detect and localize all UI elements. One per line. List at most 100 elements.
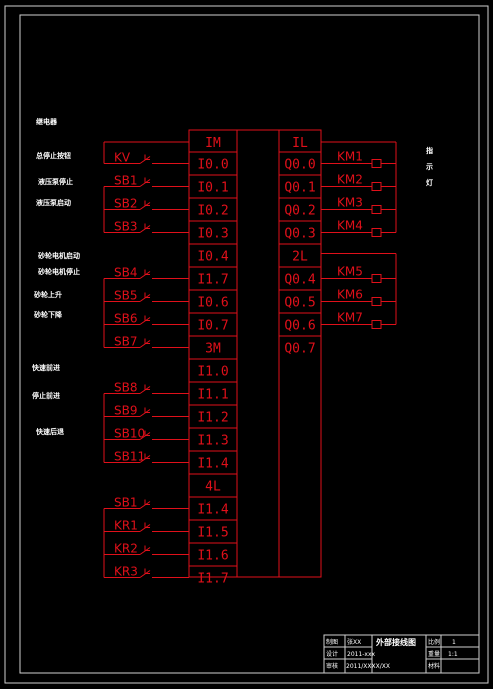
function-label: 液压泵启动 xyxy=(36,198,71,207)
input-address: I0.2 xyxy=(197,204,228,219)
output-address: 2L xyxy=(292,250,308,265)
tb-r3: 材料 xyxy=(428,662,440,670)
tb-r1: 比例 xyxy=(428,638,440,646)
svg-text:示: 示 xyxy=(425,163,433,171)
tb-r1v: 1 xyxy=(452,639,456,646)
function-label: 砂轮上升 xyxy=(34,290,62,299)
contact-symbol xyxy=(139,315,189,325)
coil-symbol xyxy=(371,159,382,168)
input-address: I1.4 xyxy=(197,503,228,518)
contact-symbol xyxy=(139,338,189,348)
input-address: I0.7 xyxy=(197,319,228,334)
output-address: Q0.6 xyxy=(284,319,315,334)
input-device-label: KR1 xyxy=(114,519,138,533)
function-label: 总停止按钮 xyxy=(36,151,71,160)
input-device-label: SB4 xyxy=(114,266,137,280)
coil-symbol xyxy=(371,320,382,329)
contact-symbol xyxy=(139,545,189,555)
input-address: I1.6 xyxy=(197,549,228,564)
input-address: I1.3 xyxy=(197,434,228,449)
output-device-label: KM2 xyxy=(337,173,363,187)
input-address: I1.7 xyxy=(197,572,228,587)
output-header: IL xyxy=(292,136,308,151)
contact-symbol xyxy=(139,453,189,463)
input-address: I1.5 xyxy=(197,526,228,541)
function-labels: 继电器总停止按钮液压泵停止液压泵启动砂轮电机启动砂轮电机停止砂轮上升砂轮下降快速… xyxy=(32,117,80,436)
plc-middle-column xyxy=(236,129,280,578)
function-label: 快速前进 xyxy=(32,363,60,372)
input-device-label: SB2 xyxy=(114,197,137,211)
title-block: 制图 张XX 设计 2011-xxx 审核 2011/XXXX/XX 外部接线图… xyxy=(323,634,480,674)
tb-c2v: 2011-xxx xyxy=(347,651,376,658)
coil-symbol xyxy=(371,274,382,283)
tb-c1: 制图 xyxy=(326,638,338,646)
output-device-label: KM1 xyxy=(337,150,363,164)
output-device-label: KM5 xyxy=(337,265,363,279)
contact-symbol xyxy=(139,407,189,417)
tb-c2: 设计 xyxy=(326,650,338,658)
input-address: I0.3 xyxy=(197,227,228,242)
function-label: 砂轮电机停止 xyxy=(38,267,80,276)
input-device-label: SB11 xyxy=(114,450,145,464)
function-label: 快速后退 xyxy=(36,427,64,436)
indicator-label: 指 示 灯 xyxy=(425,146,433,187)
output-device-label: KM4 xyxy=(337,219,363,233)
coil-symbol xyxy=(371,182,382,191)
output-address: Q0.4 xyxy=(284,273,315,288)
coil-symbol xyxy=(371,205,382,214)
input-address: I0.0 xyxy=(197,158,228,173)
input-address: I1.1 xyxy=(197,388,228,403)
coil-symbol xyxy=(371,228,382,237)
input-device-label: KR2 xyxy=(114,542,138,556)
input-device-label: SB8 xyxy=(114,381,137,395)
inner-frame xyxy=(19,14,480,674)
contact-symbol xyxy=(139,223,189,233)
input-address: 4L xyxy=(205,480,221,495)
function-label: 液压泵停止 xyxy=(38,177,73,186)
input-address: I1.7 xyxy=(197,273,228,288)
contact-symbol xyxy=(139,154,189,164)
contact-symbol xyxy=(139,292,189,302)
input-address: I1.2 xyxy=(197,411,228,426)
input-device-label: SB1 xyxy=(114,496,137,510)
tb-r2v: 1:1 xyxy=(448,651,458,658)
function-label: 停止前进 xyxy=(32,391,60,400)
tb-r2: 重量 xyxy=(428,650,440,658)
input-device-label: SB9 xyxy=(114,404,137,418)
input-address: I0.1 xyxy=(197,181,228,196)
output-address: Q0.2 xyxy=(284,204,315,219)
svg-text:灯: 灯 xyxy=(426,178,433,187)
tb-c3: 审核 xyxy=(326,662,338,670)
input-device-label: SB3 xyxy=(114,220,137,234)
contact-symbol xyxy=(139,499,189,509)
input-address: I0.6 xyxy=(197,296,228,311)
input-address: I0.4 xyxy=(197,250,228,265)
output-address: Q0.3 xyxy=(284,227,315,242)
input-device-label: SB7 xyxy=(114,335,137,349)
plc-output-column xyxy=(278,129,322,578)
coil-symbol xyxy=(371,297,382,306)
contact-symbol xyxy=(139,269,189,279)
input-device-label: KV xyxy=(114,151,131,165)
tb-title: 外部接线图 xyxy=(376,637,416,647)
contact-symbol xyxy=(139,568,189,578)
input-device-label: KR3 xyxy=(114,565,138,579)
function-label: 砂轮下降 xyxy=(34,310,63,319)
contact-symbol xyxy=(139,430,189,440)
input-address: I1.4 xyxy=(197,457,228,472)
function-label: 继电器 xyxy=(36,117,58,126)
contact-symbol xyxy=(139,177,189,187)
input-address: 3M xyxy=(205,342,221,357)
contact-symbol xyxy=(139,522,189,532)
output-address: Q0.7 xyxy=(284,342,315,357)
output-address: Q0.5 xyxy=(284,296,315,311)
outer-frame xyxy=(4,5,489,684)
svg-text:指: 指 xyxy=(426,146,433,155)
output-address: Q0.1 xyxy=(284,181,315,196)
output-rows: Q0.0KM1Q0.1KM2Q0.2KM3Q0.3KM42LQ0.4KM5Q0.… xyxy=(279,141,397,357)
tb-c3v: 2011/XXXX/XX xyxy=(346,663,390,670)
contact-symbol xyxy=(139,384,189,394)
output-device-label: KM7 xyxy=(337,311,363,325)
